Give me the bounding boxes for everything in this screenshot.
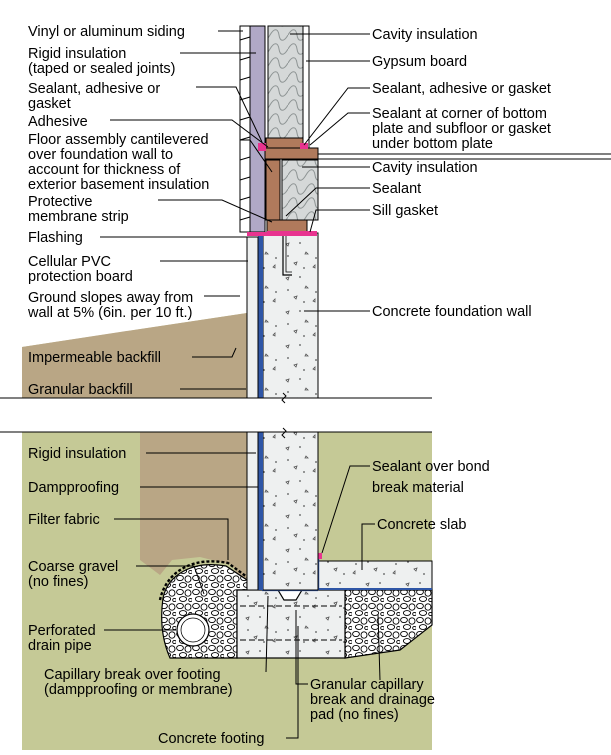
label-gypsum: Gypsum board [372,54,467,70]
siding [239,25,251,233]
label-floor-3: account for thickness of [28,162,181,178]
label-pvc-1: Cellular PVC [28,254,111,270]
label-membrane-1: Protective [28,194,92,210]
label-capillary-1: Capillary break over footing [44,667,221,683]
label-membrane-2: membrane strip [28,209,129,225]
label-cavity-mid: Cavity insulation [372,160,478,176]
bottom-plate [265,137,305,149]
label-sill: Sill gasket [372,203,438,219]
rigid-insulation-upper-wall [249,25,266,233]
break-symbol-upper [281,392,287,404]
siding-laps [239,36,251,221]
granular-backfill [140,432,247,590]
label-rigid-bottom: Rigid insulation [28,446,126,462]
label-siding: Vinyl or aluminum siding [28,24,185,40]
label-granular-pad-3: pad (no fines) [310,707,399,723]
corner-sealant [300,143,308,149]
coarse-gravel [161,564,248,659]
label-dampproofing: Dampproofing [28,480,119,496]
pvc-board-lower [246,431,259,591]
label-gravel-2: (no fines) [28,574,88,590]
label-bond-2: break material [372,480,464,496]
label-sealant-right: Sealant, adhesive or gasket [372,81,551,97]
bond-break-sealant [316,553,322,559]
pvc-protection-board [246,236,259,399]
label-capillary-2: (dampproofing or membrane) [44,682,233,698]
label-corner-3: under bottom plate [372,136,493,152]
label-ground-1: Ground slopes away from [28,290,193,306]
label-floor-2: over foundation wall to [28,147,173,163]
label-floor-1: Floor assembly cantilevered [28,132,209,148]
label-floor-4: exterior basement insulation [28,177,209,193]
lower-cavity-insulation [281,159,319,221]
label-corner-1: Sealant at corner of bottom [372,106,547,122]
label-sealant-1: Sealant, adhesive or [28,81,160,97]
foundation-wall-lower [262,431,319,591]
upper-sealant [258,143,266,151]
anchor-bolt [282,227,292,276]
upper-cavity-insulation [267,25,304,143]
leader-lines [100,30,381,739]
concrete-slab [317,560,433,591]
gypsum-board [302,25,310,149]
rim-joist [265,159,281,221]
label-ground-2: wall at 5% (6in. per 10 ft.) [27,305,192,321]
label-impermeable: Impermeable backfill [28,350,161,366]
rigid-insulation-upper [258,235,263,398]
sill-plate [266,219,308,233]
label-foundation: Concrete foundation wall [372,304,532,320]
label-corner-2: plate and subfloor or gasket [372,121,551,137]
label-adhesive: Adhesive [28,114,88,130]
label-drain-2: drain pipe [28,638,92,654]
subfloor [257,147,319,160]
keyway [277,589,303,601]
impermeable-backfill [22,313,247,398]
flashing [247,232,317,236]
label-flashing: Flashing [28,230,83,246]
label-gravel-1: Coarse gravel [28,559,118,575]
foundation-wall-upper [262,232,319,399]
anchor-bolt-inner [285,227,292,273]
label-filter: Filter fabric [28,512,100,528]
label-bond-1: Sealant over bond [372,459,490,475]
concrete-footing [236,589,346,659]
label-granular: Granular backfill [28,382,133,398]
label-drain-1: Perforated [28,623,96,639]
label-slab: Concrete slab [377,517,466,533]
label-granular-pad-1: Granular capillary [310,677,424,693]
label-granular-pad-2: break and drainage [310,692,435,708]
label-pvc-2: protection board [28,269,133,285]
label-footing: Concrete footing [158,731,264,747]
label-rigid-top-1: Rigid insulation [28,46,126,62]
label-rigid-top-2: (taped or sealed joints) [28,61,176,77]
break-symbol-lower [281,427,287,439]
drain-pipe-inner [180,617,206,643]
rigid-insulation-lower [258,432,263,590]
label-sealant-2: gasket [28,96,71,112]
label-cavity-top: Cavity insulation [372,27,478,43]
label-sealant-plain: Sealant [372,181,421,197]
